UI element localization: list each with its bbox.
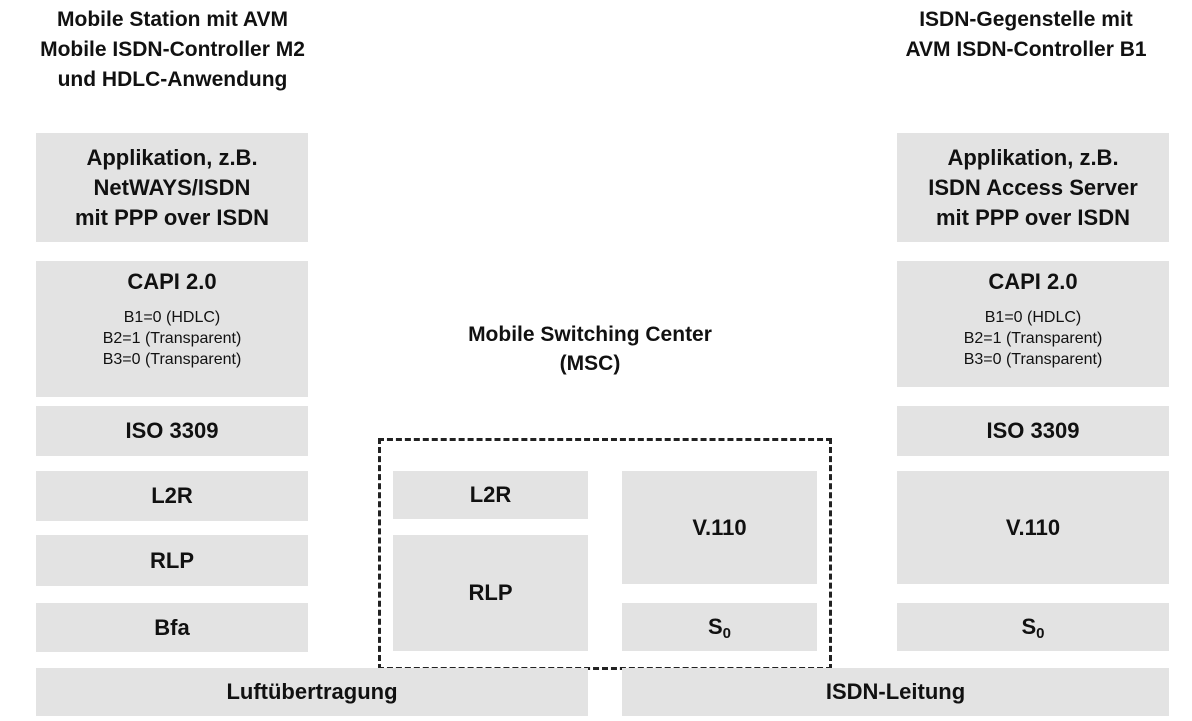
- left-application-line: mit PPP over ISDN: [75, 204, 269, 230]
- left-capi-param: B2=1 (Transparent): [102, 330, 242, 347]
- msc-s0-base: S: [707, 614, 723, 639]
- msc-rlp-label: RLP: [468, 580, 513, 605]
- left-title-line: Mobile Station mit AVM: [57, 8, 288, 31]
- left-title-line: und HDLC-Anwendung: [57, 68, 288, 91]
- isdn-line-label: ISDN-Leitung: [825, 679, 966, 704]
- msc-l2r-box: L2R: [393, 471, 588, 519]
- left-capi-title: CAPI 2.0: [127, 269, 217, 294]
- right-s0-label: S0: [1021, 612, 1044, 642]
- msc-v110-box: V.110: [622, 471, 817, 584]
- right-capi-param: B2=1 (Transparent): [963, 330, 1103, 347]
- right-s0-base: S: [1021, 614, 1037, 639]
- msc-dashed-frame: [378, 438, 832, 670]
- right-capi-param: B3=0 (Transparent): [963, 351, 1103, 368]
- left-rlp-box: RLP: [36, 535, 308, 586]
- left-iso-box: ISO 3309: [36, 406, 308, 456]
- left-rlp-label: RLP: [150, 547, 194, 573]
- right-capi-param: B1=0 (HDLC): [984, 309, 1082, 326]
- right-s0-box: S0: [897, 603, 1169, 651]
- right-v110-label: V.110: [1005, 514, 1061, 540]
- right-iso-box: ISO 3309: [897, 406, 1169, 456]
- right-application-line: mit PPP over ISDN: [936, 204, 1130, 230]
- msc-v110-label: V.110: [692, 514, 747, 540]
- right-title-line: ISDN-Gegenstelle mit: [919, 8, 1133, 31]
- left-capi-param: B1=0 (HDLC): [123, 309, 221, 326]
- left-application-box: Applikation, z.B. NetWAYS/ISDN mit PPP o…: [36, 133, 308, 242]
- msc-label: Mobile Switching Center (MSC): [420, 320, 760, 378]
- air-transmission-box: Luftübertragung: [36, 668, 588, 716]
- left-application-line: NetWAYS/ISDN: [93, 174, 251, 200]
- left-application-line: Applikation, z.B.: [86, 144, 258, 170]
- left-l2r-label: L2R: [151, 483, 193, 508]
- right-application-line: Applikation, z.B.: [947, 144, 1119, 170]
- msc-s0-label: S0: [708, 612, 731, 642]
- right-title-line: AVM ISDN-Controller B1: [905, 38, 1147, 61]
- air-transmission-label: Luftübertragung: [226, 679, 398, 704]
- right-capi-title: CAPI 2.0: [988, 269, 1078, 294]
- msc-s0-box: S0: [622, 603, 817, 651]
- right-s0-sub: 0: [1036, 625, 1045, 642]
- left-iso-label: ISO 3309: [125, 418, 219, 443]
- right-iso-label: ISO 3309: [986, 418, 1080, 443]
- left-title-line: Mobile ISDN-Controller M2: [40, 38, 305, 61]
- left-l2r-box: L2R: [36, 471, 308, 521]
- right-title: ISDN-Gegenstelle mit AVM ISDN-Controller…: [860, 5, 1192, 65]
- msc-rlp-box: RLP: [393, 535, 588, 651]
- msc-l2r-label: L2R: [469, 482, 512, 507]
- msc-label-line: Mobile Switching Center: [468, 323, 712, 346]
- left-bfa-box: Bfa: [36, 603, 308, 652]
- right-capi-box: CAPI 2.0 B1=0 (HDLC) B2=1 (Transparent) …: [897, 261, 1169, 387]
- right-v110-box: V.110: [897, 471, 1169, 584]
- right-application-line: ISDN Access Server: [928, 174, 1138, 200]
- isdn-line-box: ISDN-Leitung: [622, 668, 1169, 716]
- left-capi-param: B3=0 (Transparent): [102, 351, 242, 368]
- left-capi-box: CAPI 2.0 B1=0 (HDLC) B2=1 (Transparent) …: [36, 261, 308, 397]
- right-application-box: Applikation, z.B. ISDN Access Server mit…: [897, 133, 1169, 242]
- left-bfa-label: Bfa: [154, 614, 190, 640]
- msc-label-line: (MSC): [559, 352, 621, 375]
- left-title: Mobile Station mit AVM Mobile ISDN-Contr…: [0, 5, 345, 95]
- msc-s0-sub: 0: [722, 625, 732, 642]
